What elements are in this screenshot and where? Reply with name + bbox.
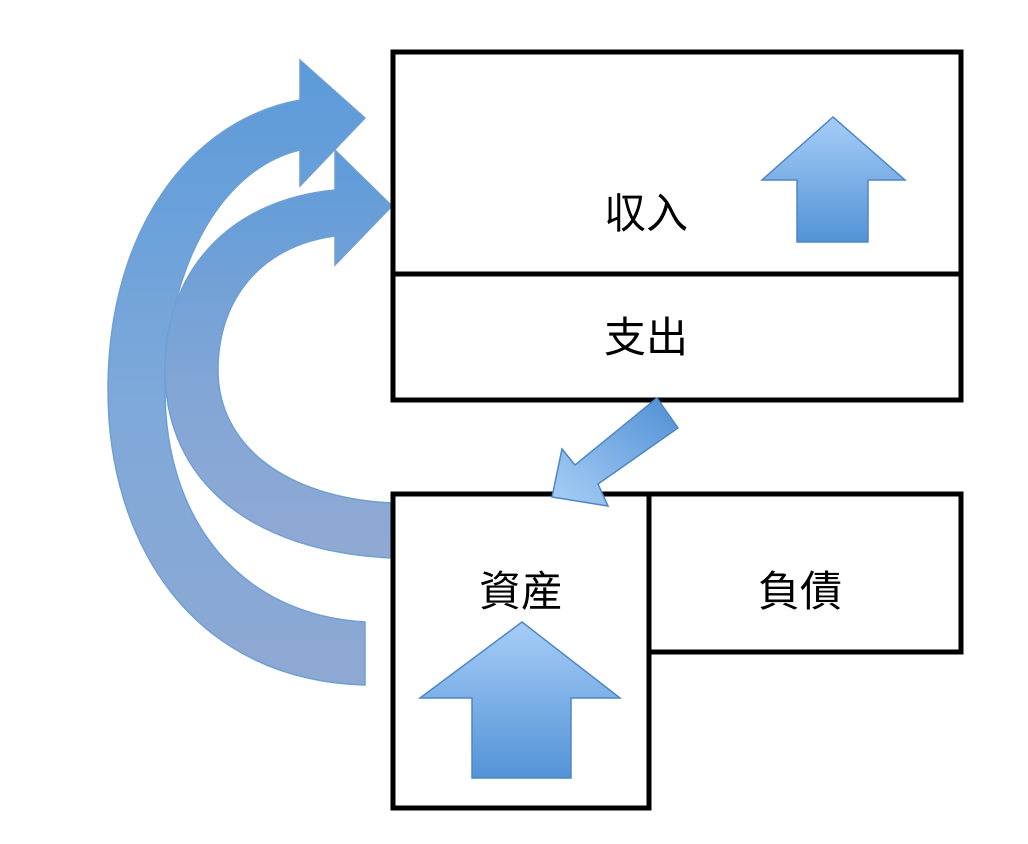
liabilities-box [646,491,964,655]
income-up-arrow-icon [760,116,907,243]
expense-to-assets-arrow [551,396,680,507]
assets-up-arrow-icon [417,621,623,779]
expense-label: 支出 [604,313,688,362]
outer-curved-arrow [107,58,367,686]
inner-curved-arrow [164,148,394,559]
assets-label: 資産 [479,567,563,616]
liabilities-label: 負債 [758,567,842,616]
expense-box [390,271,964,403]
income-label: 収入 [604,189,688,238]
